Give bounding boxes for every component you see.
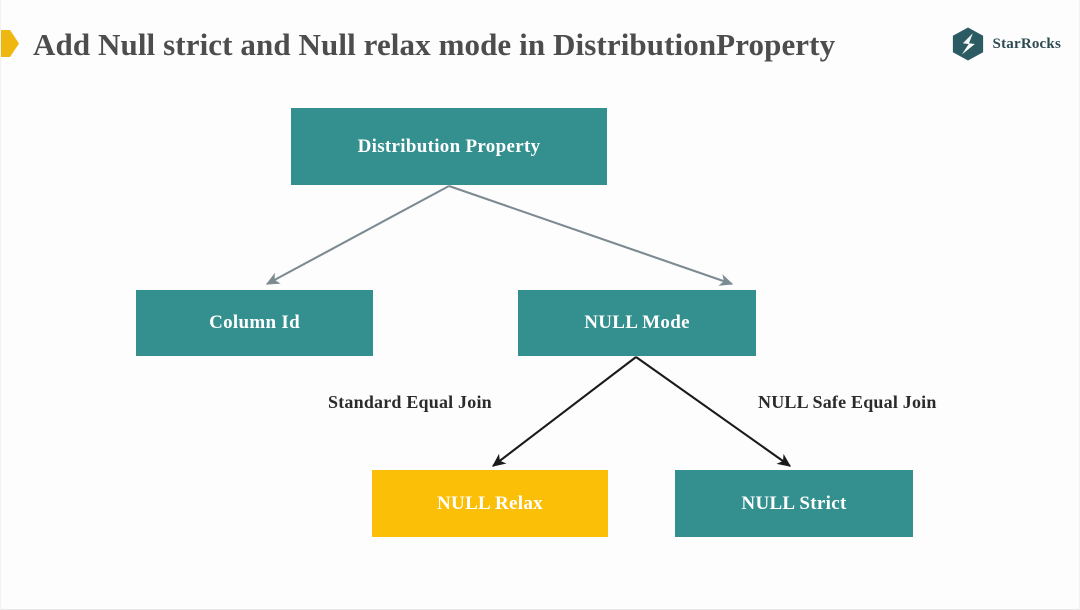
edge-null-mode-to-null-relax [492, 356, 637, 467]
starrocks-hexagon-icon [952, 27, 983, 61]
title-bar: Add Null strict and Null relax mode in D… [1, 22, 1079, 68]
edge-label-null-safe-equal-join: NULL Safe Equal Join [758, 392, 937, 412]
edge-distribution-to-column-id [265, 185, 450, 285]
node-null-strict[interactable]: NULL Strict [675, 470, 913, 537]
node-null-mode[interactable]: NULL Mode [518, 290, 756, 356]
node-null-relax[interactable]: NULL Relax [372, 470, 608, 537]
node-column-id[interactable]: Column Id [136, 290, 373, 356]
node-label: NULL Mode [584, 312, 690, 333]
edge-label-standard-equal-join: Standard Equal Join [328, 392, 492, 412]
node-distribution-property[interactable]: Distribution Property [291, 108, 607, 185]
page-title: Add Null strict and Null relax mode in D… [33, 27, 836, 62]
bullet-arrow-icon [1, 30, 19, 57]
node-label: NULL Relax [437, 492, 543, 514]
node-label: Distribution Property [357, 135, 541, 157]
brand-name: StarRocks [992, 35, 1061, 52]
starrocks-logo: StarRocks [950, 25, 1061, 63]
node-label: Column Id [209, 312, 300, 333]
edge-distribution-to-null-mode [448, 185, 734, 286]
node-label: NULL Strict [741, 492, 847, 514]
